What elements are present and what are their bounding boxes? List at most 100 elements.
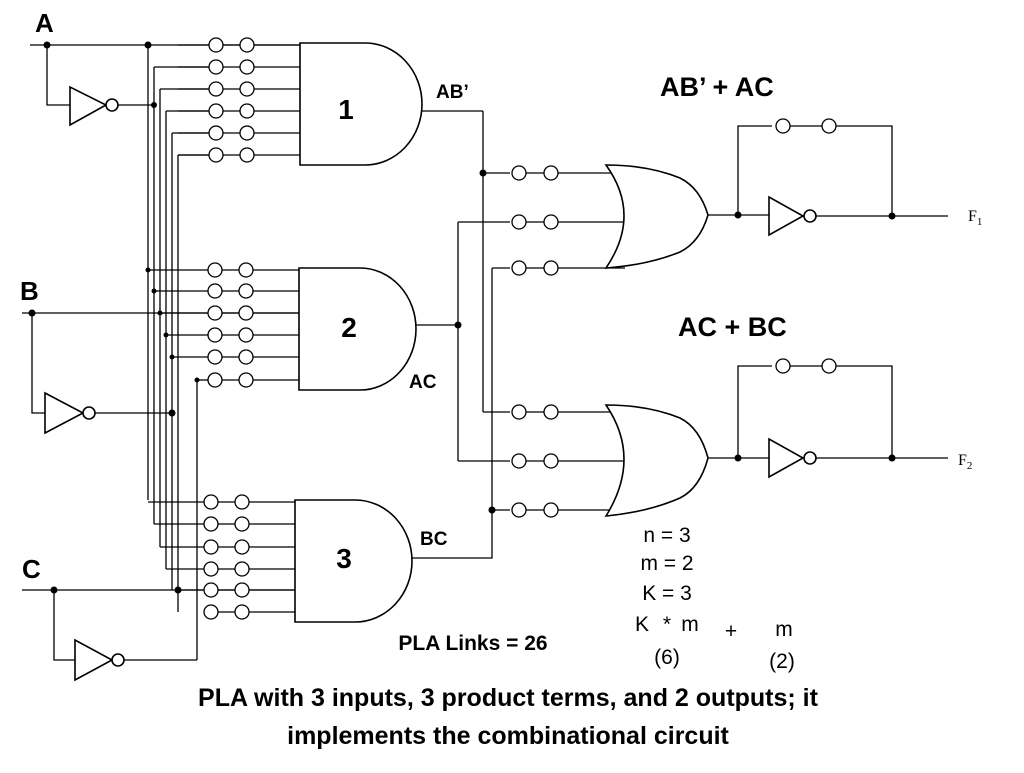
param-m2-label: m [775,618,793,641]
input-bus [147,45,208,660]
inverter-a-gate [69,85,108,127]
output-f1-label: F1 [968,208,982,228]
input-c-line [22,586,295,682]
output-inverter-1-bubble [803,209,817,223]
or-link-5a [511,453,527,469]
or-link-3a [511,260,527,276]
and-gate-2-label: 2 [341,312,357,343]
and1-link-6b [239,147,255,163]
output-inverter-2 [768,437,805,479]
param-star: * [663,613,671,636]
output-f2-path [708,358,948,479]
param-m: m = 2 [640,552,693,575]
and2-input-links [145,262,299,388]
and3-link-3a [203,539,219,555]
and3-link-2a [203,516,219,532]
output-inverter-2-bubble [803,451,817,465]
and2-link-1b [238,262,254,278]
and-gate-2: 2 [298,267,417,391]
and1-link-2a [208,59,224,75]
and1-link-6a [208,147,224,163]
or-gate-1 [604,164,709,269]
and3-link-4b [234,561,250,577]
and3-link-1a [203,494,219,510]
and1-link-3a [208,81,224,97]
and-gate-3: 3 [294,499,413,623]
inverter-a-bubble [105,98,119,112]
or-plane-links [511,165,640,518]
product-term-routing [454,111,510,514]
and1-link-2b [239,59,255,75]
and3-link-6a [203,604,219,620]
and3-link-5b [234,582,250,598]
inverter-c-bubble [111,653,125,667]
and2-link-3b [238,305,254,321]
term-3-label: BC [420,529,448,550]
and-gate-3-label: 3 [336,543,352,574]
and1-input-links [178,37,300,163]
param-k-times-m: (6) [654,646,680,669]
or-link-5b [543,453,559,469]
and2-link-2b [238,283,254,299]
or-link-3b [543,260,559,276]
and2-link-4b [238,327,254,343]
or-link-4a [511,404,527,420]
or-link-1b [543,165,559,181]
or-link-6b [543,502,559,518]
or-gate-2 [604,404,709,517]
and3-link-4a [203,561,219,577]
and1-link-1b [239,37,255,53]
param-k-label: K [635,613,649,636]
inverter-b-gate [44,391,85,435]
or-link-1a [511,165,527,181]
or-link-4b [543,404,559,420]
input-a-line [30,41,300,127]
and1-link-5a [208,125,224,141]
and1-link-3b [239,81,255,97]
and1-link-1a [208,37,224,53]
input-b-line [22,309,300,435]
and3-input-links [148,494,295,620]
and3-link-3b [234,539,250,555]
and-gate-1: 1 [299,42,423,166]
param-k: K = 3 [642,582,692,605]
term-1-label: AB’ [436,82,469,103]
param-m-value: (2) [769,650,795,673]
or-link-2b [543,214,559,230]
input-b-label: B [20,276,39,306]
and3-link-2b [234,516,250,532]
and2-link-6a [207,372,223,388]
and1-link-4b [239,103,255,119]
and2-link-3a [207,305,223,321]
pla-links-label: PLA Links = 26 [398,632,547,655]
and2-link-6b [238,372,254,388]
or-link-2a [511,214,527,230]
and-gate-1-label: 1 [338,94,354,125]
caption-line-2: implements the combinational circuit [287,722,729,750]
and3-link-1b [234,494,250,510]
function-f1-expression: AB’ + AC [660,72,774,102]
function-f2-expression: AC + BC [678,312,787,342]
param-n: n = 3 [643,524,690,547]
and2-link-1a [207,262,223,278]
and2-link-5a [207,349,223,365]
and3-link-6b [234,604,250,620]
param-plus: + [725,620,737,643]
inverter-c-gate [74,638,114,682]
inverter-b-bubble [82,406,96,420]
and1-link-4a [208,103,224,119]
input-c-label: C [22,554,41,584]
and2-link-4a [207,327,223,343]
and3-link-5a [203,582,219,598]
output-f1-path [708,118,948,237]
term-2-label: AC [409,372,437,393]
output-f2-label: F2 [958,452,972,472]
input-a-label: A [35,8,54,38]
or-link-6a [511,502,527,518]
caption-line-1: PLA with 3 inputs, 3 product terms, and … [198,684,819,712]
and2-link-2a [207,283,223,299]
param-m-label: m [681,613,699,636]
and2-link-5b [238,349,254,365]
